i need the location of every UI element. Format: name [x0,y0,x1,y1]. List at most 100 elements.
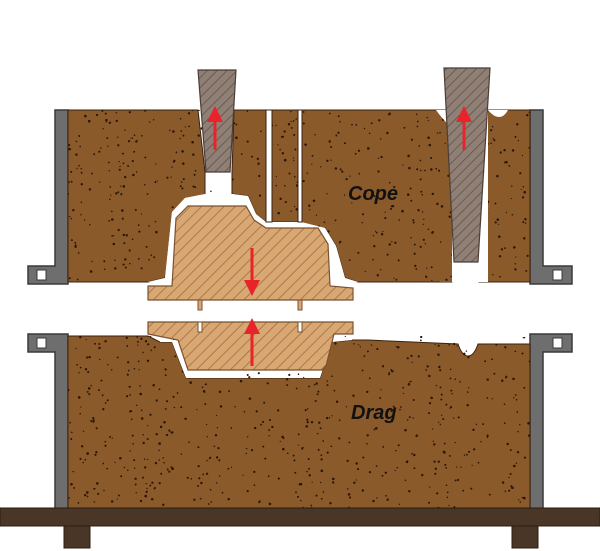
sand-speck [372,193,374,196]
sand-speck [227,467,230,470]
sand-speck [366,442,368,445]
sand-speck [522,185,525,188]
sand-speck [449,377,452,380]
sand-speck [205,472,209,475]
sand-speck [439,131,441,134]
sand-speck [514,394,517,396]
sand-speck [121,217,124,220]
sand-speck [435,167,438,170]
sand-speck [353,481,356,485]
sand-speck [509,472,512,476]
sand-speck [297,444,300,446]
sand-speck [95,427,98,430]
sand-speck [79,412,81,415]
sand-speck [503,403,506,405]
sand-speck [419,245,422,248]
sand-speck [257,162,260,165]
sand-speck [75,347,77,350]
sand-speck [372,499,375,503]
sand-speck [420,336,423,339]
sand-speck [329,502,332,505]
cope-flange-hole-right [552,269,563,281]
sand-speck [375,231,378,234]
sand-speck [153,488,156,490]
cope-pattern-peg-right [297,299,303,311]
sand-speck [388,243,391,246]
sand-speck [522,221,525,224]
sand-speck [391,241,393,243]
cope-vent-channel-2-mask [297,109,303,223]
sand-speck [307,458,310,460]
sand-speck [428,401,432,405]
sand-speck [76,167,78,170]
sand-speck [126,345,129,347]
sand-speck [288,172,291,175]
sand-speck [246,140,249,143]
sand-speck [128,385,131,388]
sand-speck [82,430,85,432]
sand-speck [308,467,311,470]
sand-speck [380,232,384,236]
sand-speck [499,275,501,278]
sand-speck [402,164,404,166]
sand-speck [147,425,149,427]
sand-speck [397,259,400,262]
sand-speck [440,393,443,396]
sand-speck [106,467,109,470]
sand-speck [431,279,433,282]
sand-speck [419,169,422,172]
sand-speck [155,399,158,402]
sand-speck [218,459,221,462]
sand-speck [77,252,80,254]
sand-speck [146,359,150,363]
sand-speck [181,370,184,373]
sand-speck [120,475,123,478]
sand-speck [288,373,291,377]
sand-speck [344,336,347,337]
sand-speck [314,134,316,136]
sand-speck [338,419,341,422]
sand-speck [247,436,249,438]
sand-speck [165,433,169,437]
sand-speck [230,466,233,469]
sand-speck [503,422,506,425]
sand-speck [482,423,485,426]
sand-speck [376,497,378,499]
sand-speck [162,457,164,459]
sand-speck [346,459,349,463]
sand-speck [108,121,112,124]
sand-speck [82,461,84,464]
sand-speck [147,336,149,337]
sand-speck [176,392,179,394]
sand-speck [284,201,287,204]
sand-speck [106,137,109,140]
sand-speck [524,218,527,221]
sand-speck [310,504,313,507]
sand-speck [139,499,143,503]
sand-speck [443,442,446,445]
sand-speck [428,143,432,147]
sand-speck [415,434,418,437]
sand-speck [147,343,150,346]
sand-speck [126,395,129,398]
sand-speck [158,449,160,452]
sand-speck [334,167,338,170]
sand-speck [127,165,130,167]
sand-speck [118,168,121,171]
sand-speck [384,471,387,474]
sand-speck [250,155,253,158]
sand-speck [420,190,423,193]
sand-speck [388,371,390,374]
sand-speck [445,278,448,281]
sand-speck [410,199,413,202]
sand-speck [127,369,130,372]
drag-pattern-hole-left [197,321,203,333]
sand-speck [486,397,489,399]
sand-speck [110,194,112,196]
sand-speck [131,238,134,241]
sand-speck [374,230,377,232]
sand-speck [421,473,424,477]
sand-speck [363,127,366,130]
sand-speck [262,445,265,448]
sand-speck [153,346,156,349]
